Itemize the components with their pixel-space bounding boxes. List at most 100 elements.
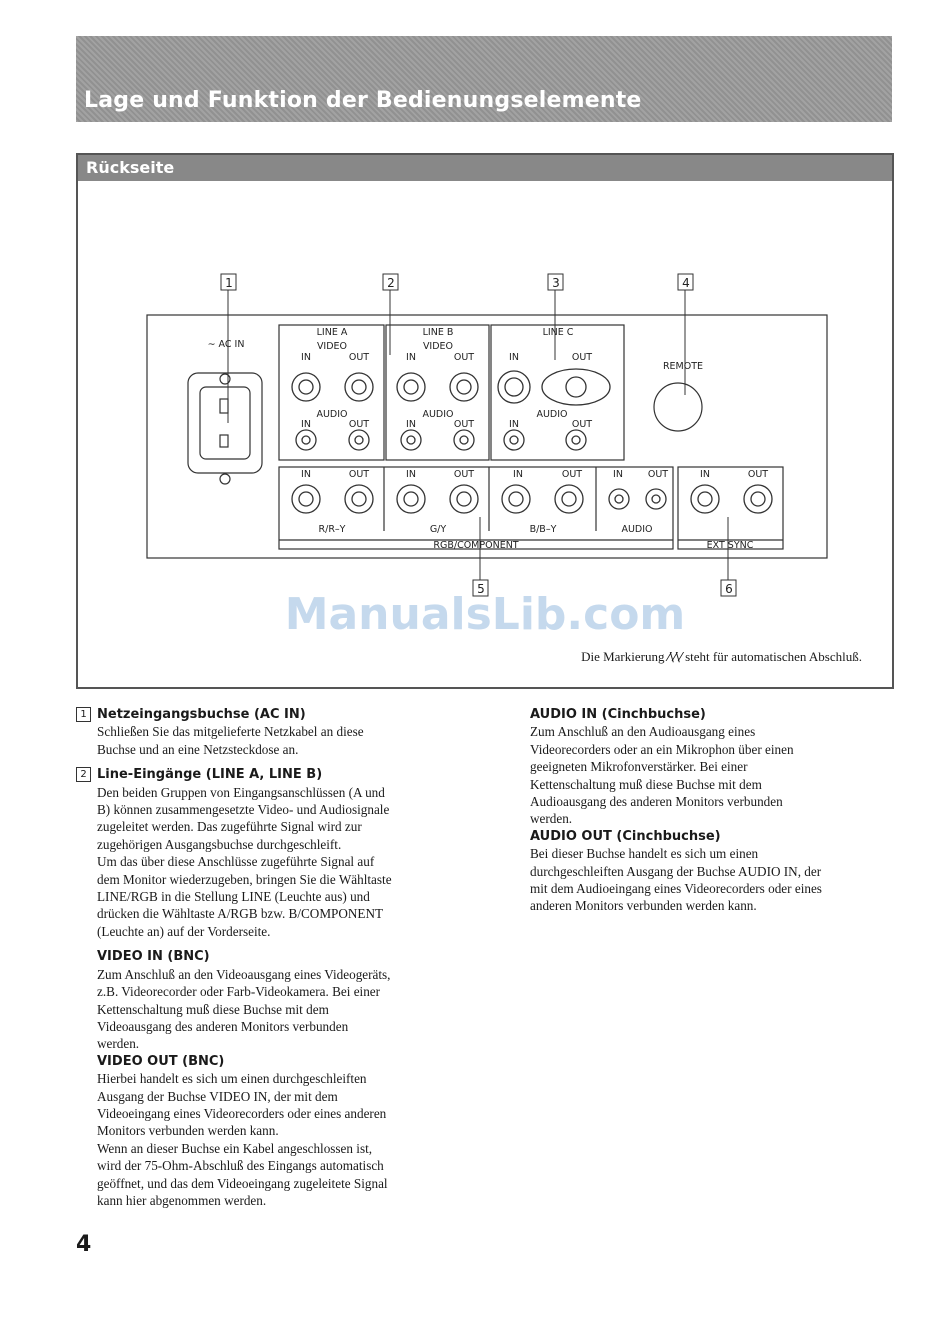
paragraph-line: Buchse und an eine Netzsteckdose an. <box>97 741 299 757</box>
ac-screw <box>219 473 231 485</box>
panel-outline <box>146 314 828 559</box>
figure-heading-bar: Rückseite <box>78 155 892 181</box>
paragraph-line: Kettenschaltung muß diese Buchse mit dem <box>97 1001 329 1017</box>
line-b-box <box>385 324 490 461</box>
line-c-label: LINE C <box>543 327 574 338</box>
callout-5: 5 <box>477 582 485 596</box>
out-label: OUT <box>349 419 369 430</box>
paragraph-line: zugehörigen Ausgangsbuchse durchgeschlei… <box>97 836 342 852</box>
paragraph-line: LINE/RGB in die Stellung LINE (Leuchte a… <box>97 889 370 905</box>
paragraph-line: Den beiden Gruppen von Eingangsanschlüss… <box>97 784 385 800</box>
in-label: IN <box>301 352 311 363</box>
paragraph-line: B) können zusammengesetzte Video- und Au… <box>97 802 390 818</box>
paragraph-line: Videoausgang des anderen Monitors verbun… <box>97 1018 349 1034</box>
in-label: IN <box>406 352 416 363</box>
in-label: IN <box>406 469 416 480</box>
audio-label: AUDIO <box>621 524 652 535</box>
g-y-label: G/Y <box>430 524 447 535</box>
figure-caption: Die Markierung ⁄\⁄\⁄ steht für automatis… <box>581 649 862 665</box>
b-by-label: B/B–Y <box>530 524 557 535</box>
in-label: IN <box>613 469 623 480</box>
in-label: IN <box>406 419 416 430</box>
out-label: OUT <box>562 469 582 480</box>
caption-text-after: steht für automatischen Abschluß. <box>685 649 862 664</box>
rear-panel-diagram: 1 2 3 4 5 6 ∼ AC IN LINE A LINE B LINE C… <box>146 273 828 597</box>
callout-1: 1 <box>225 276 233 290</box>
ac-screw <box>219 373 231 385</box>
out-label: OUT <box>572 352 592 363</box>
callout-2: 2 <box>387 276 395 290</box>
paragraph-line: drücken die Wähltaste A/RGB bzw. B/COMPO… <box>97 906 384 922</box>
section-number: 1 <box>76 707 91 722</box>
paragraph-line: Um das über diese Anschlüsse zugeführte … <box>97 854 375 870</box>
paragraph-line: Zum Anschluß an den Audioausgang eines <box>530 724 756 740</box>
in-label: IN <box>513 469 523 480</box>
rear-panel-figure: Rückseite <box>76 153 894 689</box>
line-b-label: LINE B <box>423 327 454 338</box>
subsection-heading: VIDEO IN (BNC) <box>97 949 210 965</box>
section-number: 2 <box>76 767 91 783</box>
paragraph-line: Videoeingang eines Videorecorders oder e… <box>97 1105 387 1121</box>
paragraph-line: Monitors verbunden werden kann. <box>97 1123 279 1139</box>
audio-label: AUDIO <box>422 409 453 420</box>
ac-pin <box>219 434 229 448</box>
paragraph-line: geeigneten Mikrofonverstärker. Bei einer <box>530 759 748 775</box>
video-label: VIDEO <box>423 341 453 352</box>
remote-connector <box>653 382 703 432</box>
paragraph-line: Wenn an dieser Buchse ein Kabel angeschl… <box>97 1140 373 1156</box>
line-a-label: LINE A <box>317 327 348 338</box>
ext-sync-label: EXT SYNC <box>707 540 754 551</box>
out-label: OUT <box>349 469 369 480</box>
paragraph-line: Zum Anschluß an den Videoausgang eines V… <box>97 966 391 982</box>
paragraph-line: anderen Monitors verbunden werden kann. <box>530 898 757 914</box>
out-label: OUT <box>572 419 592 430</box>
termination-mark-icon: ⁄\⁄\⁄ <box>667 650 682 664</box>
video-label: VIDEO <box>317 341 347 352</box>
paragraph-line: dem Monitor wiederzugeben, bringen Sie d… <box>97 871 392 887</box>
out-label: OUT <box>454 352 474 363</box>
out-label: OUT <box>748 469 768 480</box>
paragraph-line: Videorecorders oder an ein Mikrophon übe… <box>530 741 794 757</box>
subsection-heading: AUDIO IN (Cinchbuchse) <box>530 707 706 722</box>
paragraph-line: werden. <box>530 811 573 827</box>
callout-6: 6 <box>725 582 733 596</box>
callout-3: 3 <box>552 276 560 290</box>
paragraph-line: geöffnet, und das dem Videoeingang zugel… <box>97 1175 388 1191</box>
r-ry-label: R/R–Y <box>319 524 346 535</box>
ac-in-label: ∼ AC IN <box>208 339 245 350</box>
out-label: OUT <box>454 469 474 480</box>
in-label: IN <box>509 352 519 363</box>
ext-sync-box <box>677 466 784 550</box>
paragraph-line: Audioausgang des anderen Monitors verbun… <box>530 794 783 810</box>
paragraph-line: wird der 75-Ohm-Abschluß des Eingangs au… <box>97 1158 384 1174</box>
paragraph-line: z.B. Videorecorder oder Farb-Videokamera… <box>97 984 381 1000</box>
callout-4: 4 <box>682 276 690 290</box>
paragraph-line: kann hier abgenommen werden. <box>97 1192 267 1208</box>
ac-inlet-frame <box>187 372 263 474</box>
in-label: IN <box>301 419 311 430</box>
ac-pin <box>219 398 229 414</box>
line-a-box <box>278 324 385 461</box>
paragraph-line: zugeleitet werden. Das zugeführte Signal… <box>97 819 362 835</box>
caption-text-before: Die Markierung <box>581 649 665 664</box>
out-label: OUT <box>454 419 474 430</box>
watermark: ManualsLib.com <box>284 589 686 640</box>
ac-inlet-socket <box>199 386 251 460</box>
subsection-heading: AUDIO OUT (Cinchbuchse) <box>530 828 721 844</box>
remote-label: REMOTE <box>663 361 703 372</box>
rgb-component-label: RGB/COMPONENT <box>433 540 518 551</box>
paragraph-line: (Leuchte an) auf der Vorderseite. <box>97 923 271 939</box>
paragraph-line: durchgeschleiften Ausgang der Buchse AUD… <box>530 863 822 879</box>
figure-heading: Rückseite <box>86 158 175 177</box>
page-title: Lage und Funktion der Bedienungselemente <box>84 88 642 113</box>
paragraph-line: werden. <box>97 1036 140 1052</box>
title-bar: Lage und Funktion der Bedienungselemente <box>76 36 892 122</box>
paragraph-line: mit dem Audioeingang eines Videorecorder… <box>530 881 822 897</box>
out-label: OUT <box>648 469 668 480</box>
in-label: IN <box>509 419 519 430</box>
paragraph-line: Kettenschaltung muß diese Buchse mit dem <box>530 776 762 792</box>
line-c-box <box>490 324 625 461</box>
